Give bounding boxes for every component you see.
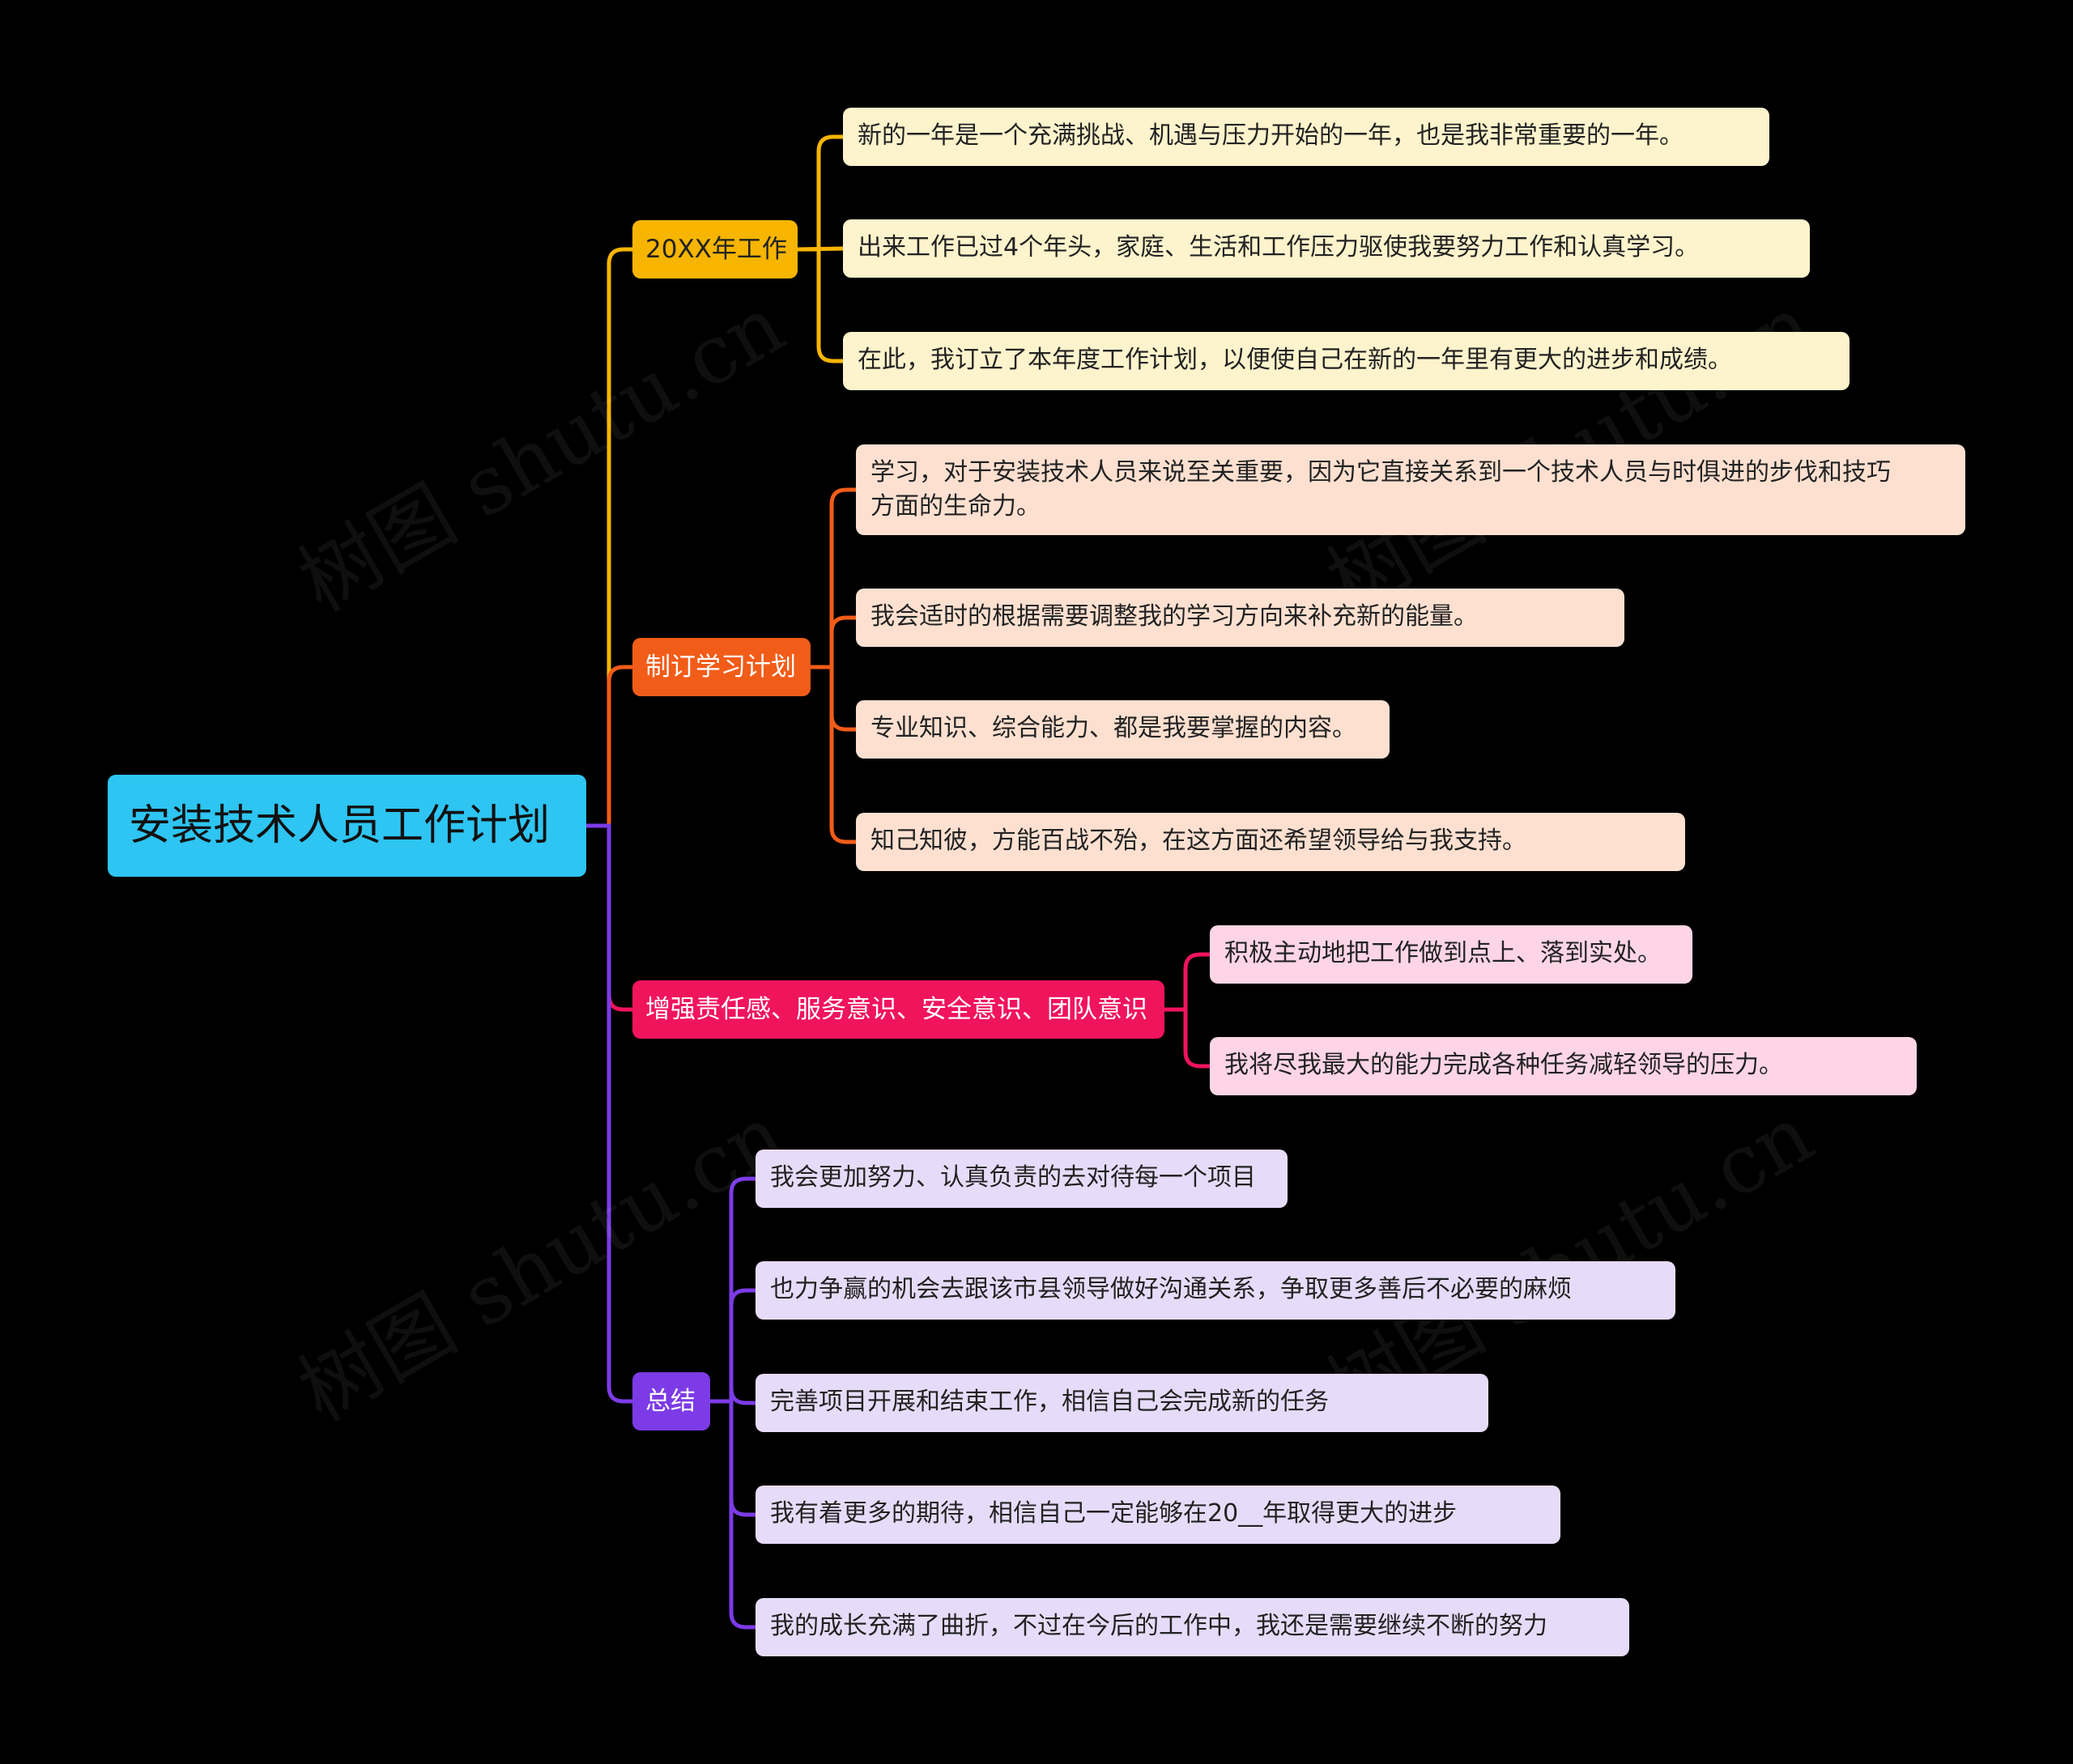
branch-responsibility[interactable]: 增强责任感、服务意识、安全意识、团队意识 [632, 980, 1164, 1039]
branch-leaf-connector [708, 1399, 758, 1630]
branch-leaf-connector [808, 615, 858, 669]
branch-summary[interactable]: 总结 [632, 1372, 710, 1430]
leaf-topic[interactable]: 也力争赢的机会去跟该市县领导做好沟通关系，争取更多善后不必要的麻烦 [756, 1261, 1675, 1320]
branch-leaf-connector [1162, 952, 1212, 1012]
leaf-topic[interactable]: 在此，我订立了本年度工作计划，以便使自己在新的一年里有更大的进步和成绩。 [843, 332, 1850, 390]
leaf-topic[interactable]: 积极主动地把工作做到点上、落到实处。 [1210, 925, 1692, 984]
branch-leaf-connector [708, 1176, 758, 1404]
branch-leaf-connector [795, 134, 845, 252]
branch-leaf-connector [808, 487, 858, 669]
branch-leaf-connector [708, 1288, 758, 1404]
leaf-topic[interactable]: 我会更加努力、认真负责的去对待每一个项目 [756, 1150, 1288, 1208]
leaf-topic[interactable]: 完善项目开展和结束工作，相信自己会完成新的任务 [756, 1374, 1488, 1432]
branch-study-plan[interactable]: 制订学习计划 [632, 638, 811, 696]
branch-20xx-work[interactable]: 20XX年工作 [632, 220, 798, 278]
leaf-topic[interactable]: 我有着更多的期待，相信自己一定能够在20__年取得更大的进步 [756, 1486, 1560, 1544]
branch-leaf-connector [808, 665, 858, 844]
branch-leaf-connector [708, 1388, 758, 1405]
root-topic[interactable]: 安装技术人员工作计划 [108, 775, 586, 877]
leaf-topic[interactable]: 专业知识、综合能力、都是我要掌握的内容。 [856, 700, 1390, 759]
leaf-topic[interactable]: 我将尽我最大的能力完成各种任务减轻领导的压力。 [1210, 1037, 1917, 1095]
branch-leaf-connector [795, 247, 845, 363]
root-branch-connector [584, 665, 635, 828]
root-branch-connector [584, 247, 635, 828]
leaf-topic[interactable]: 出来工作已过4个年头，家庭、生活和工作压力驱使我要努力工作和认真学习。 [843, 219, 1810, 278]
branch-leaf-connector [1162, 1007, 1212, 1069]
leaf-topic[interactable]: 我的成长充满了曲折，不过在今后的工作中，我还是需要继续不断的努力 [756, 1598, 1629, 1656]
leaf-topic[interactable]: 知己知彼，方能百战不殆，在这方面还希望领导给与我支持。 [856, 813, 1685, 871]
leaf-topic[interactable]: 新的一年是一个充满挑战、机遇与压力开始的一年，也是我非常重要的一年。 [843, 108, 1769, 166]
root-branch-connector [584, 823, 635, 1404]
leaf-topic[interactable]: 学习，对于安装技术人员来说至关重要，因为它直接关系到一个技术人员与时俱进的步伐和… [856, 444, 1965, 535]
leaf-topic[interactable]: 我会适时的根据需要调整我的学习方向来补充新的能量。 [856, 589, 1624, 647]
